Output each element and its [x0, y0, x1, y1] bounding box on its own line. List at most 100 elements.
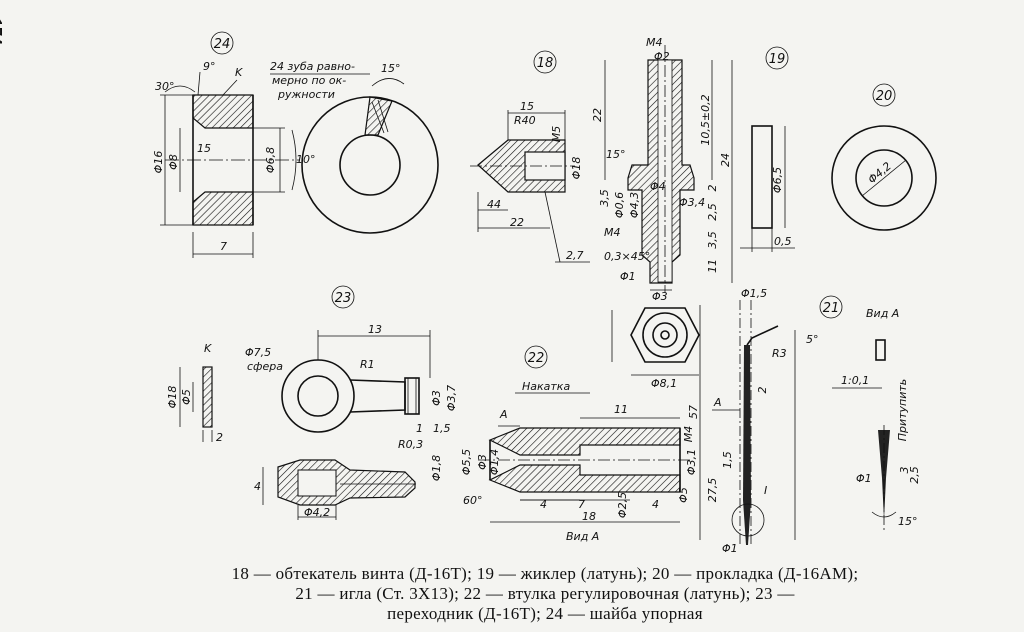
p23-dim-1: 1	[416, 422, 423, 435]
part-20-number: 20	[876, 89, 893, 104]
p24-note-line3: ружности	[277, 88, 335, 101]
p24-section-top	[192, 94, 254, 129]
p23-dim-d5: Φ5	[180, 389, 193, 405]
part-22-number: 22	[528, 351, 545, 366]
part-23-number: 23	[335, 291, 352, 306]
p22-dim-d31: Φ3,1	[685, 449, 698, 475]
p19-dim-d3: Φ3	[652, 290, 668, 303]
p19-dim-105: 10,5±0,2	[699, 94, 712, 145]
p20-side	[751, 125, 773, 229]
p23-dim-r03: R0,3	[398, 438, 423, 451]
p18-dim-15: 15	[520, 100, 534, 113]
p22-dim-57: 57	[687, 405, 700, 419]
p21-dim-15: 1,5	[721, 451, 734, 469]
p21-dim-2: 2	[756, 387, 769, 394]
p20-dim-d42: Φ4,2	[866, 160, 894, 187]
part-24: 24 Φ16 Φ8 15 Φ6,8 10° 7 30°	[152, 31, 439, 258]
part-22: 22 Накатка 11 A M4 Φ5,5 Φ3 Φ1,4 Φ3,1 60°…	[460, 305, 701, 543]
p22-label-a: A	[499, 408, 508, 421]
p19-dim-d1: Φ1	[620, 270, 636, 283]
caption-line-1: 18 — обтекатель винта (Д-16Т); 19 — жикл…	[231, 564, 859, 583]
p22-label-view-a: Вид А	[566, 530, 599, 543]
p23-label-k: K	[204, 342, 212, 355]
p23-dim-d75: Φ7,5	[245, 346, 271, 359]
p23-dim-4: 4	[254, 480, 261, 493]
caption-line-3: переходник (Д-16Т); 24 — шайба упорная	[387, 604, 703, 623]
part-21-number: 21	[823, 301, 840, 316]
p24-dim-d8: Φ8	[167, 154, 180, 170]
part-19-number: 19	[769, 52, 786, 67]
p18-dim-r40: R40	[514, 114, 536, 127]
p23-dim-13: 13	[368, 323, 382, 336]
part-19: 19 M4 Φ2 22 10,5±0,2 24 15° Φ4 Φ3,4 Φ0,6…	[591, 36, 789, 390]
p22-section-top	[488, 427, 681, 456]
p21-label-blunt: Притупить	[896, 379, 909, 442]
p23-dim-d42: Φ4,2	[304, 506, 330, 519]
part-24-number: 24	[214, 37, 231, 52]
part-21: 21 Φ1,5 5° R3 A 2 1,5 27,5 I Φ1 Вид А 1:…	[706, 287, 921, 555]
figure-caption: 18 — обтекатель винта (Д-16Т); 19 — жикл…	[150, 564, 940, 624]
p23-dim-d18b: Φ1,8	[430, 455, 443, 481]
p24-section-bottom	[192, 191, 254, 226]
p19-dim-35: 3,5	[598, 189, 611, 207]
part-20: 20 Φ6,5 0,5 Φ4,2	[740, 83, 937, 252]
p19-dim-22: 22	[591, 108, 604, 122]
p19-dim-24: 24	[719, 153, 732, 167]
p19-dim-a15: 15°	[606, 148, 626, 161]
p19-dim-11: 11	[706, 259, 719, 273]
p24-dim-a15: 15°	[381, 62, 401, 75]
p19-dim-d4: Φ4	[650, 180, 666, 193]
p21-needle	[743, 345, 751, 545]
p23-dim-r1: R1	[360, 358, 375, 371]
p24-dim-d68: Φ6,8	[264, 147, 277, 173]
p21-dim-a5: 5°	[806, 333, 819, 346]
p24-note-line2: мерно по ок-	[272, 74, 346, 87]
p24-dim-a10: 10°	[296, 153, 316, 166]
p24-dim-a9: 9°	[203, 60, 216, 73]
p19-dim-m4-top: M4	[646, 36, 663, 49]
technical-drawing: 24 Φ16 Φ8 15 Φ6,8 10° 7 30°	[152, 31, 937, 555]
p24-label-k: K	[235, 66, 243, 79]
p18-dim-22: 22	[510, 216, 524, 229]
p21-dim-275: 27,5	[706, 478, 719, 503]
p19-dim-2: 2	[706, 185, 719, 192]
p19-hex	[630, 307, 700, 363]
part-18-number: 18	[537, 56, 554, 71]
p21-dim-a15: 15°	[898, 515, 918, 528]
caption-line-2: 21 — игла (Ст. 3Х13); 22 — втулка регули…	[295, 584, 795, 603]
p22-dim-d14: Φ1,4	[488, 449, 501, 475]
p19-dim-d34: Φ3,4	[679, 196, 705, 209]
p23-washer	[202, 366, 213, 428]
p19-dim-d43: Φ4,3	[628, 192, 641, 218]
p18-dim-m5: M5	[550, 126, 563, 143]
p18-dim-d18: Φ18	[570, 157, 583, 180]
p21-dim-3: 3	[898, 467, 911, 474]
p19-dim-d2: Φ2	[654, 50, 670, 63]
p23-dim-d37: Φ3,7	[445, 385, 458, 411]
p23-eye-inner	[297, 375, 339, 417]
p24-note-line1: 24 зуба равно-	[270, 60, 355, 73]
p23-dim-2: 2	[216, 431, 223, 444]
p21-dim-d1b: Φ1	[856, 472, 872, 485]
p22-dim-4a: 4	[540, 498, 547, 511]
p23-label-sphere: сфера	[247, 360, 283, 373]
p19-dim-35b: 3,5	[706, 231, 719, 249]
p21-dim-r3: R3	[772, 347, 787, 360]
p22-dim-m4: M4	[682, 426, 695, 443]
part-23: 23 K Φ18 Φ5 2 Φ7,5 сфера 13 R1 Φ3 Φ	[166, 285, 458, 520]
p23-dim-15: 1,5	[433, 422, 451, 435]
p22-dim-d25: Φ2,5	[616, 492, 629, 518]
p20-front-inner	[855, 149, 913, 207]
part-18: 18 15 R40 M5 Φ18 44 22 2,7	[470, 50, 590, 263]
p21-label-view-a: Вид А	[866, 307, 899, 320]
part-24-number-circle	[210, 31, 234, 55]
p18-dim-44: 44	[487, 198, 501, 211]
p21-label-a: A	[713, 396, 722, 409]
p22-dim-d3: Φ3	[476, 454, 489, 470]
p19-dim-m4-bottom: M4	[604, 226, 621, 239]
p21-label-scale: 1:0,1	[841, 374, 869, 387]
p20-dim-05: 0,5	[774, 235, 792, 248]
p22-dim-d55: Φ5,5	[460, 449, 473, 475]
p22-label-knurl: Накатка	[522, 380, 570, 393]
